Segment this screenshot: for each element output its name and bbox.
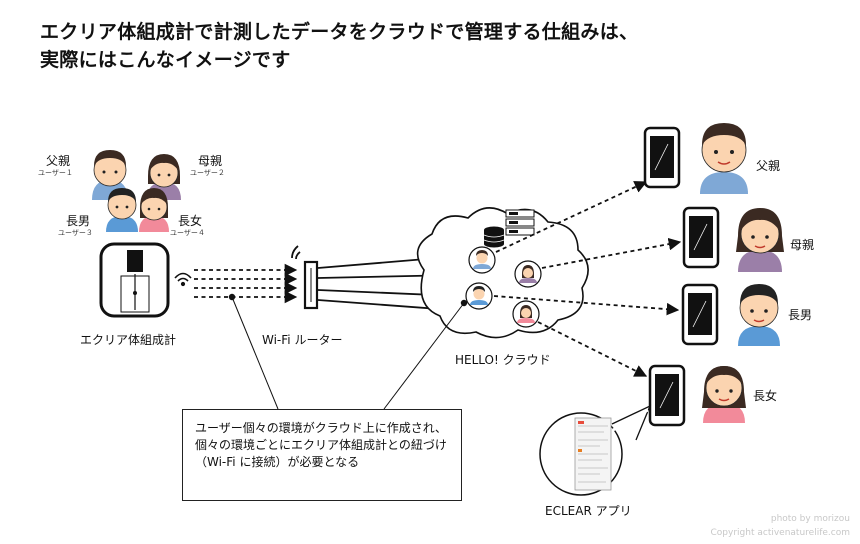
cloud-label: HELLO! クラウド (455, 353, 551, 367)
photo-credit: photo by morizou (770, 514, 850, 524)
phone-mother-label: 母親 (790, 238, 815, 252)
title-line-2: 実際にはこんなイメージです (40, 49, 291, 71)
phone-son-icon (681, 283, 719, 346)
router-label: Wi-Fi ルーター (262, 333, 343, 347)
phone-father-label: 父親 (756, 159, 781, 173)
father-portrait-icon (700, 123, 748, 194)
user-mother-tag: ユーザー２ (190, 169, 225, 177)
cloud-user-mother-icon (514, 260, 542, 288)
son-avatar-icon (106, 188, 138, 232)
cloud-user-daughter-icon (512, 300, 540, 328)
server-icon (505, 209, 535, 236)
user-son-tag: ユーザー３ (58, 229, 93, 237)
app-zoom-bubble (539, 404, 652, 496)
cloud-icon (416, 207, 589, 339)
scale-wifi-icon (174, 272, 192, 287)
father-avatar-icon (92, 150, 128, 200)
family-group (92, 150, 181, 232)
app-label: ECLEAR アプリ (545, 504, 632, 518)
wifi-router-icon (291, 245, 319, 310)
explanation-note: ユーザー個々の環境がクラウド上に作成され、個々の環境ごとにエクリア体組成計との紐… (182, 409, 462, 501)
page-title: エクリア体組成計で計測したデータをクラウドで管理する仕組みは、 実際にはこんなイ… (40, 18, 638, 74)
son-portrait-icon (738, 284, 780, 346)
user-daughter-label: 長女 (178, 214, 203, 228)
cloud-user-son-icon (465, 282, 493, 310)
daughter-avatar-icon (139, 188, 169, 232)
callout-pointer-lines (231, 296, 465, 410)
phone-mother-icon (682, 206, 720, 269)
user-daughter-tag: ユーザー４ (170, 229, 205, 237)
copyright-credit: Copyright activenaturelife.com (710, 528, 850, 538)
scale-label: エクリア体組成計 (80, 333, 177, 347)
phone-daughter-icon (648, 364, 686, 427)
user-son-label: 長男 (66, 214, 91, 228)
phone-son-label: 長男 (788, 308, 813, 322)
callout-dot-right (460, 299, 468, 307)
user-father-tag: ユーザー１ (38, 169, 73, 177)
user-father-label: 父親 (46, 154, 71, 168)
mother-portrait-icon (736, 208, 784, 272)
cloud-to-phone-links (493, 181, 682, 377)
title-line-1: エクリア体組成計で計測したデータをクラウドで管理する仕組みは、 (40, 21, 639, 43)
phone-father-icon (643, 126, 681, 189)
database-icon (483, 226, 505, 248)
daughter-portrait-icon (702, 366, 746, 423)
scale-to-router-links (194, 263, 298, 304)
callout-dot-left (228, 293, 236, 301)
phone-daughter-label: 長女 (753, 389, 778, 403)
user-mother-label: 母親 (198, 154, 223, 168)
cloud-user-father-icon (468, 246, 496, 274)
body-composition-scale-icon (99, 242, 170, 318)
